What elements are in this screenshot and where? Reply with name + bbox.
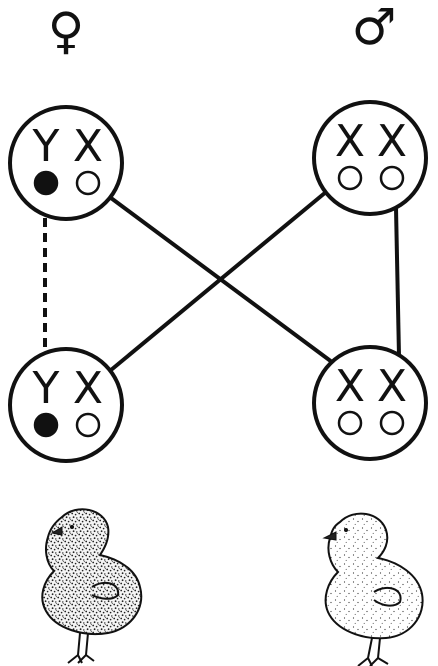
female-chick: [41, 508, 143, 664]
chromosome-x: X: [73, 121, 103, 172]
recessive-allele-dot: [75, 170, 101, 196]
line-female-parent-to-male-offspring: [109, 196, 338, 367]
chromosome-x: X: [335, 361, 365, 412]
female-chick-legs: [67, 632, 95, 664]
cell-male-parent-outline: [312, 100, 428, 216]
inheritance-lines: [43, 190, 401, 372]
male-symbol: ♂: [352, 0, 397, 56]
female-chick-eye: [70, 525, 74, 529]
chromosome-x: X: [377, 116, 407, 167]
recessive-allele-dot: [379, 165, 405, 191]
chromosome-y: Y: [32, 363, 60, 414]
recessive-allele-dot: [75, 412, 101, 438]
cell-female-offspring-outline: [8, 347, 124, 463]
recessive-allele-dot: [337, 410, 363, 436]
dominant-allele-dot: [33, 170, 59, 196]
recessive-allele-dot: [337, 165, 363, 191]
line-male-parent-to-female-offspring: [109, 190, 328, 372]
dominant-allele-dot: [33, 412, 59, 438]
cell-female-parent-outline: [8, 105, 124, 221]
male-chick-beak: [322, 531, 337, 541]
chromosome-x: X: [73, 363, 103, 414]
male-chick: [322, 512, 424, 666]
cell-male-offspring-outline: [312, 345, 428, 461]
male-chick-eye: [344, 528, 348, 532]
chromosome-x: X: [377, 361, 407, 412]
female-symbol: ♀: [48, 2, 85, 60]
line-male-parent-to-male-offspring: [394, 207, 401, 357]
chromosome-y: Y: [32, 121, 60, 172]
chromosome-x: X: [335, 116, 365, 167]
female-chick-body: [41, 508, 143, 635]
male-chick-wing: [373, 586, 402, 607]
female-chick-beak: [50, 526, 63, 536]
recessive-allele-dot: [379, 410, 405, 436]
male-chick-body: [324, 512, 424, 640]
female-chick-wing: [91, 581, 120, 600]
male-chick-legs: [357, 637, 389, 666]
